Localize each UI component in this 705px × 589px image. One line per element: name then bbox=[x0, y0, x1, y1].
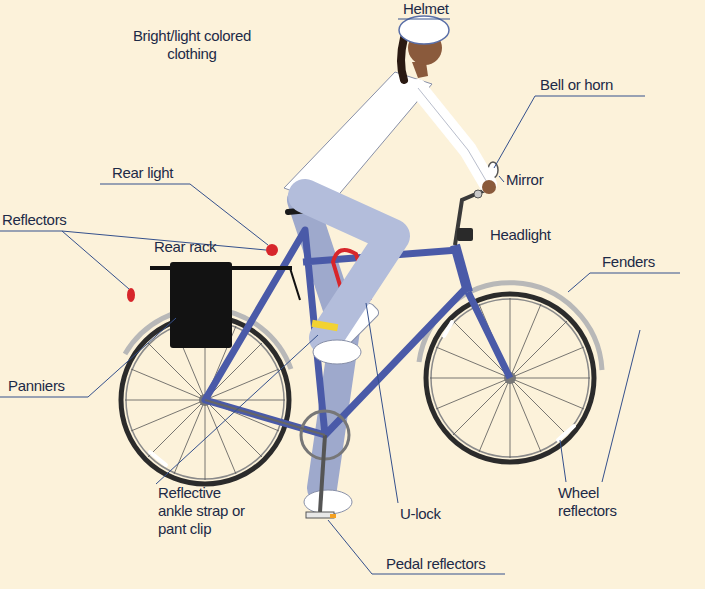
pedal-reflector bbox=[330, 514, 336, 518]
leader-line bbox=[494, 96, 645, 168]
part-label: Bright/light colored clothing bbox=[122, 27, 262, 63]
crank bbox=[320, 435, 325, 512]
helmet bbox=[399, 16, 449, 44]
leader-line bbox=[156, 335, 318, 484]
leader-line bbox=[499, 176, 504, 182]
near-leg bbox=[305, 196, 393, 338]
part-label: Rear rack bbox=[154, 238, 244, 256]
wheel-reflector bbox=[444, 322, 452, 336]
shoe bbox=[313, 340, 361, 364]
head-tube bbox=[455, 245, 468, 292]
pedal bbox=[306, 512, 334, 518]
rear-reflector bbox=[127, 288, 135, 302]
part-label: Reflectors bbox=[2, 211, 92, 229]
tire bbox=[426, 294, 594, 462]
leader-line bbox=[398, 19, 450, 20]
wheel-reflector bbox=[150, 452, 166, 465]
leader-line bbox=[100, 184, 268, 245]
bell bbox=[474, 190, 482, 198]
leader-line bbox=[0, 231, 266, 289]
headlight bbox=[457, 228, 473, 241]
part-label: Pedal reflectors bbox=[386, 555, 516, 573]
part-label: Headlight bbox=[490, 226, 580, 244]
part-label: Mirror bbox=[506, 171, 576, 189]
arm bbox=[418, 88, 488, 184]
hair bbox=[401, 38, 404, 80]
chain bbox=[205, 400, 325, 435]
part-label: Wheel reflectors bbox=[558, 484, 642, 520]
ankle-strap bbox=[312, 320, 339, 331]
spokes bbox=[430, 298, 590, 458]
leader-line bbox=[366, 303, 398, 503]
part-label: Bell or horn bbox=[540, 76, 650, 94]
rack-strut bbox=[290, 268, 300, 300]
leader-line bbox=[0, 318, 176, 397]
leader-lines bbox=[0, 19, 680, 574]
wheel-reflector bbox=[558, 426, 574, 440]
part-label: Helmet bbox=[403, 0, 473, 18]
part-label: U-lock bbox=[400, 505, 470, 523]
rear-light bbox=[266, 244, 278, 256]
part-label: Fenders bbox=[602, 253, 682, 271]
part-label: Reflective ankle strap or pant clip bbox=[158, 484, 252, 538]
arm-outline bbox=[418, 88, 488, 184]
hand bbox=[482, 180, 496, 194]
part-label: Rear light bbox=[112, 164, 202, 182]
part-label: Panniers bbox=[8, 377, 98, 395]
front-wheel bbox=[426, 294, 594, 462]
handlebar bbox=[455, 188, 490, 245]
pannier bbox=[170, 262, 232, 348]
leader-line bbox=[568, 273, 680, 292]
leader-line bbox=[560, 330, 640, 482]
rim bbox=[431, 299, 589, 457]
shoe bbox=[304, 490, 352, 514]
